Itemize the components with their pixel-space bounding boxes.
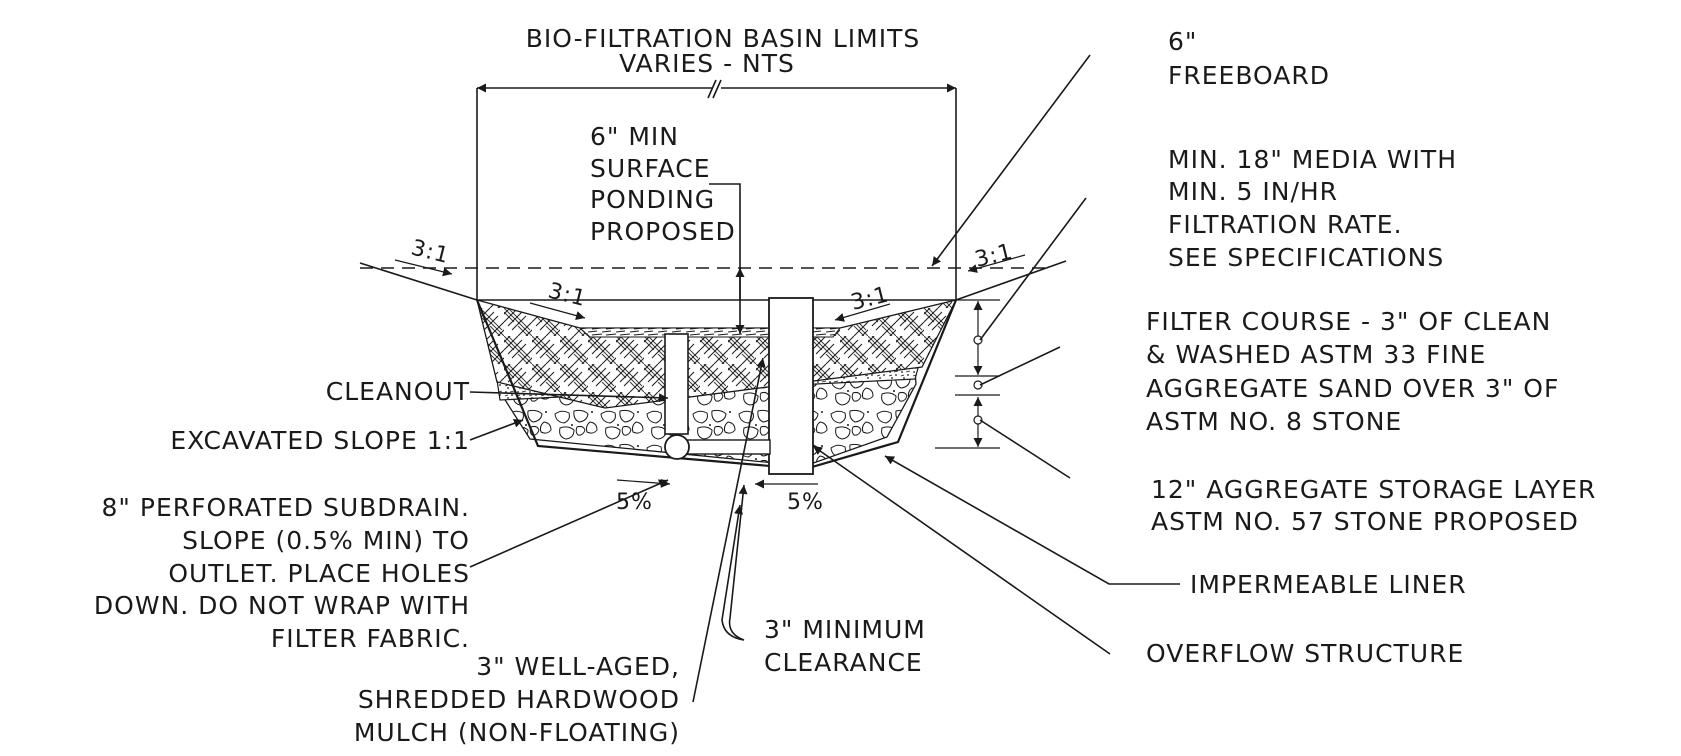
ponding-label-1: 6" MIN — [590, 122, 679, 151]
basin-limits-label-1: BIO-FILTRATION BASIN LIMITS — [526, 24, 920, 53]
ponding-label-2: SURFACE — [590, 154, 711, 183]
excavated-slope-label: EXCAVATED SLOPE 1:1 — [170, 426, 470, 455]
media-label-3: FILTRATION RATE. — [1168, 210, 1403, 239]
subdrain-pipe-run — [679, 439, 771, 455]
basin-section — [359, 260, 1067, 475]
grade-right: 5% — [787, 490, 824, 515]
clearance-label-1: 3" MINIMUM — [764, 615, 926, 644]
slope-outer-left: 3:1 — [409, 236, 452, 270]
media-label-2: MIN. 5 IN/HR — [1168, 177, 1338, 206]
subdrain-label-4: DOWN. DO NOT WRAP WITH — [94, 591, 470, 620]
cleanout-label: CLEANOUT — [326, 377, 470, 406]
subdrain-label-2: SLOPE (0.5% MIN) TO — [182, 526, 470, 555]
ponding-label-3: PONDING — [590, 185, 715, 214]
grade-left: 5% — [616, 490, 653, 515]
layer-depth-dimensions — [935, 299, 1000, 449]
filter-course-label-4: ASTM NO. 8 STONE — [1146, 407, 1402, 436]
slope-inner-left: 3:1 — [546, 279, 589, 313]
filter-course-label-2: & WASHED ASTM 33 FINE — [1146, 340, 1486, 369]
leader-lines — [469, 54, 1180, 703]
slope-inner-right: 3:1 — [848, 282, 891, 316]
basin-limits-dimension — [476, 79, 957, 300]
subdrain-label-5: FILTER FABRIC. — [271, 624, 470, 653]
ponding-label-4: PROPOSED — [590, 217, 736, 246]
cleanout-pipe — [664, 333, 689, 435]
impermeable-liner-label: IMPERMEABLE LINER — [1190, 570, 1467, 599]
subdrain-label-1: 8" PERFORATED SUBDRAIN. — [102, 493, 470, 522]
subdrain-pipe — [664, 434, 690, 460]
subdrain-label-3: OUTLET. PLACE HOLES — [168, 559, 470, 588]
clearance-label-2: CLEARANCE — [764, 648, 923, 677]
mulch-label-3: MULCH (NON-FLOATING) — [354, 718, 680, 747]
overflow-structure — [768, 297, 814, 475]
media-label-1: MIN. 18" MEDIA WITH — [1168, 145, 1457, 174]
mulch-label-2: SHREDDED HARDWOOD — [358, 685, 680, 714]
mulch-label-1: 3" WELL-AGED, — [476, 652, 680, 681]
outer-grade-left — [359, 262, 478, 301]
filter-course-label-3: AGGREGATE SAND OVER 3" OF — [1146, 374, 1559, 403]
basin-limits-label-2: VARIES - NTS — [619, 49, 795, 78]
storage-layer-label-2: ASTM NO. 57 STONE PROPOSED — [1151, 507, 1579, 536]
media-label-4: SEE SPECIFICATIONS — [1168, 243, 1444, 272]
outer-grade-right — [955, 260, 1067, 301]
slope-annotations: 3:1 3:1 3:1 3:1 5% 5% — [394, 236, 1026, 515]
overflow-structure-label: OVERFLOW STRUCTURE — [1146, 639, 1464, 668]
freeboard-label-1: 6" — [1168, 27, 1197, 56]
filter-course-label-1: FILTER COURSE - 3" OF CLEAN — [1146, 307, 1551, 336]
storage-layer-label-1: 12" AGGREGATE STORAGE LAYER — [1151, 475, 1596, 504]
freeboard-label-2: FREEBOARD — [1168, 61, 1330, 90]
